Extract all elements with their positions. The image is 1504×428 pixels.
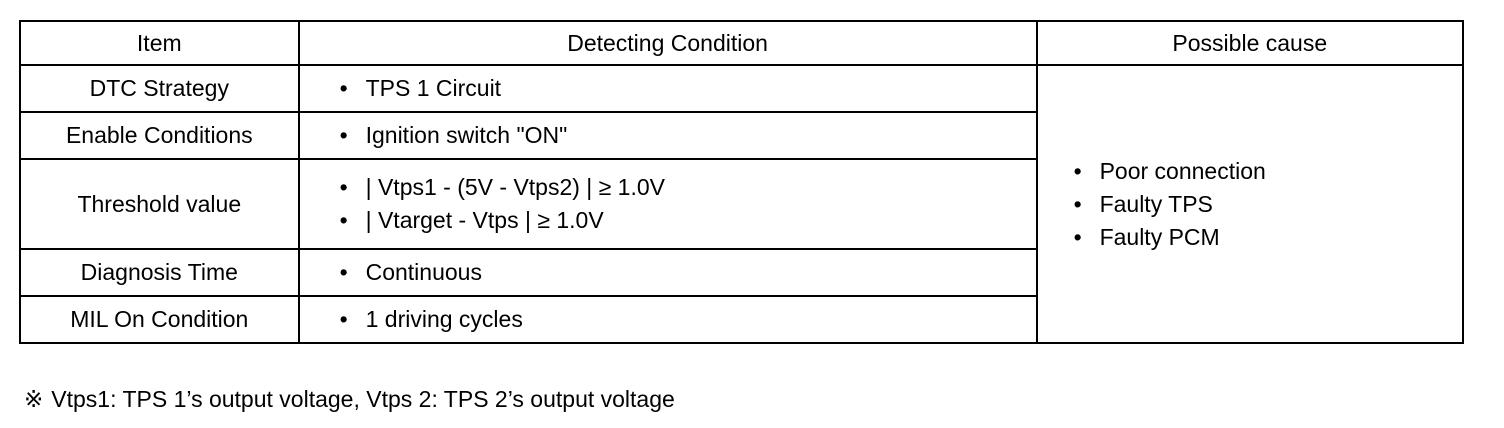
bullet-icon: •: [339, 75, 348, 101]
table-header-row: Item Detecting Condition Possible cause: [19, 20, 1465, 66]
condition-text: | Vtps1 - (5V - Vtps2) | ≥ 1.0V: [365, 174, 665, 200]
table-row: Diagnosis Time • Continuous: [19, 248, 1463, 297]
condition-line: • TPS 1 Circuit: [340, 72, 1022, 105]
condition-line: • | Vtarget - Vtps | ≥ 1.0V: [340, 204, 1022, 237]
condition-line: • 1 driving cycles: [340, 303, 1022, 336]
row-condition: • | Vtps1 - (5V - Vtps2) | ≥ 1.0V • | Vt…: [297, 158, 1038, 250]
cause-line: • Faulty TPS: [1074, 188, 1448, 221]
cause-text: Poor connection: [1099, 157, 1266, 184]
row-condition: • Ignition switch "ON": [297, 111, 1038, 160]
table-row: DTC Strategy • TPS 1 Circuit • Poor conn…: [19, 64, 1465, 344]
row-condition: • Continuous: [297, 248, 1038, 297]
table-row: Threshold value • | Vtps1 - (5V - Vtps2)…: [19, 158, 1463, 250]
table-row: MIL On Condition • 1 driving cycles: [19, 295, 1463, 344]
header-detecting-condition: Detecting Condition: [297, 20, 1038, 66]
bullet-icon: •: [1073, 157, 1082, 184]
cause-line: • Poor connection: [1074, 155, 1448, 188]
header-possible-cause: Possible cause: [1035, 20, 1465, 66]
bullet-icon: •: [339, 122, 348, 148]
possible-cause-cell: • Poor connection • Faulty TPS • Faulty …: [1035, 64, 1465, 344]
bullet-icon: •: [339, 207, 348, 233]
cause-text: Faulty TPS: [1099, 190, 1213, 217]
bullet-icon: •: [339, 259, 348, 285]
condition-text: Continuous: [365, 259, 482, 285]
reference-mark-icon: ※: [24, 386, 44, 412]
row-item-mil-on-condition: MIL On Condition: [19, 295, 300, 344]
bullet-icon: •: [339, 306, 348, 332]
row-item-threshold-value: Threshold value: [19, 158, 300, 250]
cause-line: • Faulty PCM: [1074, 221, 1448, 254]
bullet-icon: •: [1073, 190, 1082, 217]
row-item-enable-conditions: Enable Conditions: [19, 111, 300, 160]
condition-text: | Vtarget - Vtps | ≥ 1.0V: [365, 207, 604, 233]
row-item-dtc-strategy: DTC Strategy: [19, 64, 300, 113]
cause-text: Faulty PCM: [1099, 223, 1220, 250]
condition-line: • Continuous: [340, 256, 1022, 289]
header-item: Item: [19, 20, 300, 66]
dtc-spec-table: Item Detecting Condition Possible cause …: [19, 20, 1465, 344]
table-row: Enable Conditions • Ignition switch "ON": [19, 111, 1463, 160]
row-item-diagnosis-time: Diagnosis Time: [19, 248, 300, 297]
bullet-icon: •: [1073, 223, 1082, 250]
condition-text: 1 driving cycles: [365, 306, 523, 332]
footnote: ※ Vtps1: TPS 1’s output voltage, Vtps 2: …: [24, 386, 675, 413]
row-condition: • TPS 1 Circuit: [297, 64, 1038, 113]
condition-text: Ignition switch "ON": [365, 122, 568, 148]
row-condition: • 1 driving cycles: [297, 295, 1038, 344]
footnote-text: Vtps1: TPS 1’s output voltage, Vtps 2: T…: [51, 386, 675, 412]
condition-text: TPS 1 Circuit: [365, 75, 502, 101]
condition-line: • Ignition switch "ON": [340, 119, 1022, 152]
bullet-icon: •: [339, 174, 348, 200]
condition-line: • | Vtps1 - (5V - Vtps2) | ≥ 1.0V: [340, 171, 1022, 204]
